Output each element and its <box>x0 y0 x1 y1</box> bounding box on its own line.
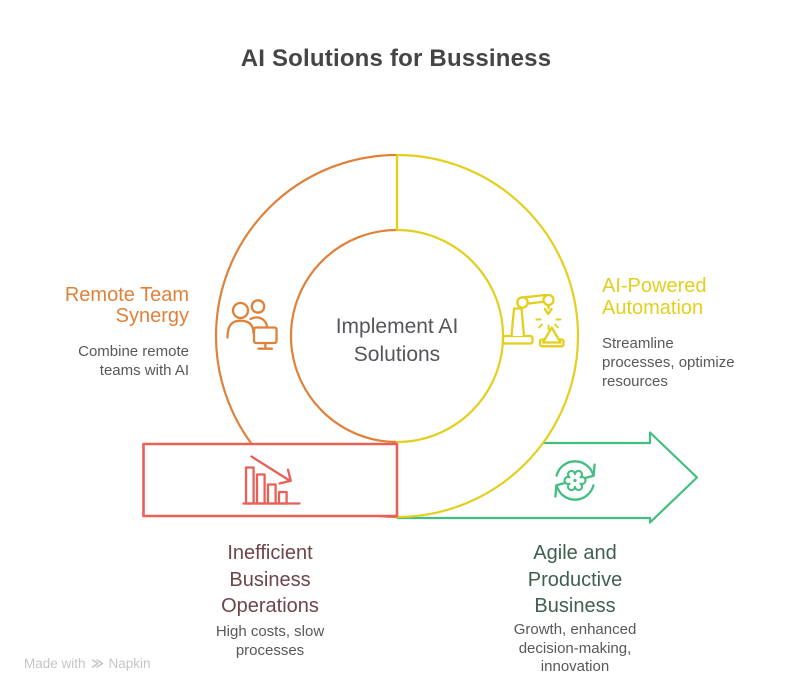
watermark: Made with Napkin <box>24 656 151 671</box>
remote-team-description: Combine remote teams with AI <box>78 343 189 379</box>
remote-team-heading: Remote Team Synergy <box>64 284 189 327</box>
center-label: Implement AI Solutions <box>335 315 459 366</box>
inefficient-ops-heading: Inefficient Business Operations <box>221 542 319 617</box>
napkin-logo-icon <box>91 659 103 668</box>
inefficient-ops-description: High costs, slow processes <box>215 623 325 659</box>
forward-arrow-shape <box>396 431 699 524</box>
inefficiency-box <box>142 442 399 518</box>
outer-ring-right-arc <box>395 153 580 519</box>
inner-circle-left-arc <box>289 228 399 444</box>
agile-business-description: Growth, enhanced decision-making, innova… <box>513 621 637 675</box>
watermark-brand: Napkin <box>108 656 151 671</box>
automation-description: Streamline processes, optimize resources <box>602 335 735 390</box>
robot-arm-icon <box>501 293 565 348</box>
team-monitor-icon <box>226 299 278 350</box>
automation-heading: AI-Powered Automation <box>602 275 707 319</box>
diagram-title: AI Solutions for Bussiness <box>240 45 552 72</box>
refresh-gear-icon <box>554 460 596 501</box>
declining-bar-chart-icon <box>242 455 301 505</box>
watermark-prefix: Made with <box>24 656 86 671</box>
agile-business-heading: Agile and Productive Business <box>527 542 623 617</box>
